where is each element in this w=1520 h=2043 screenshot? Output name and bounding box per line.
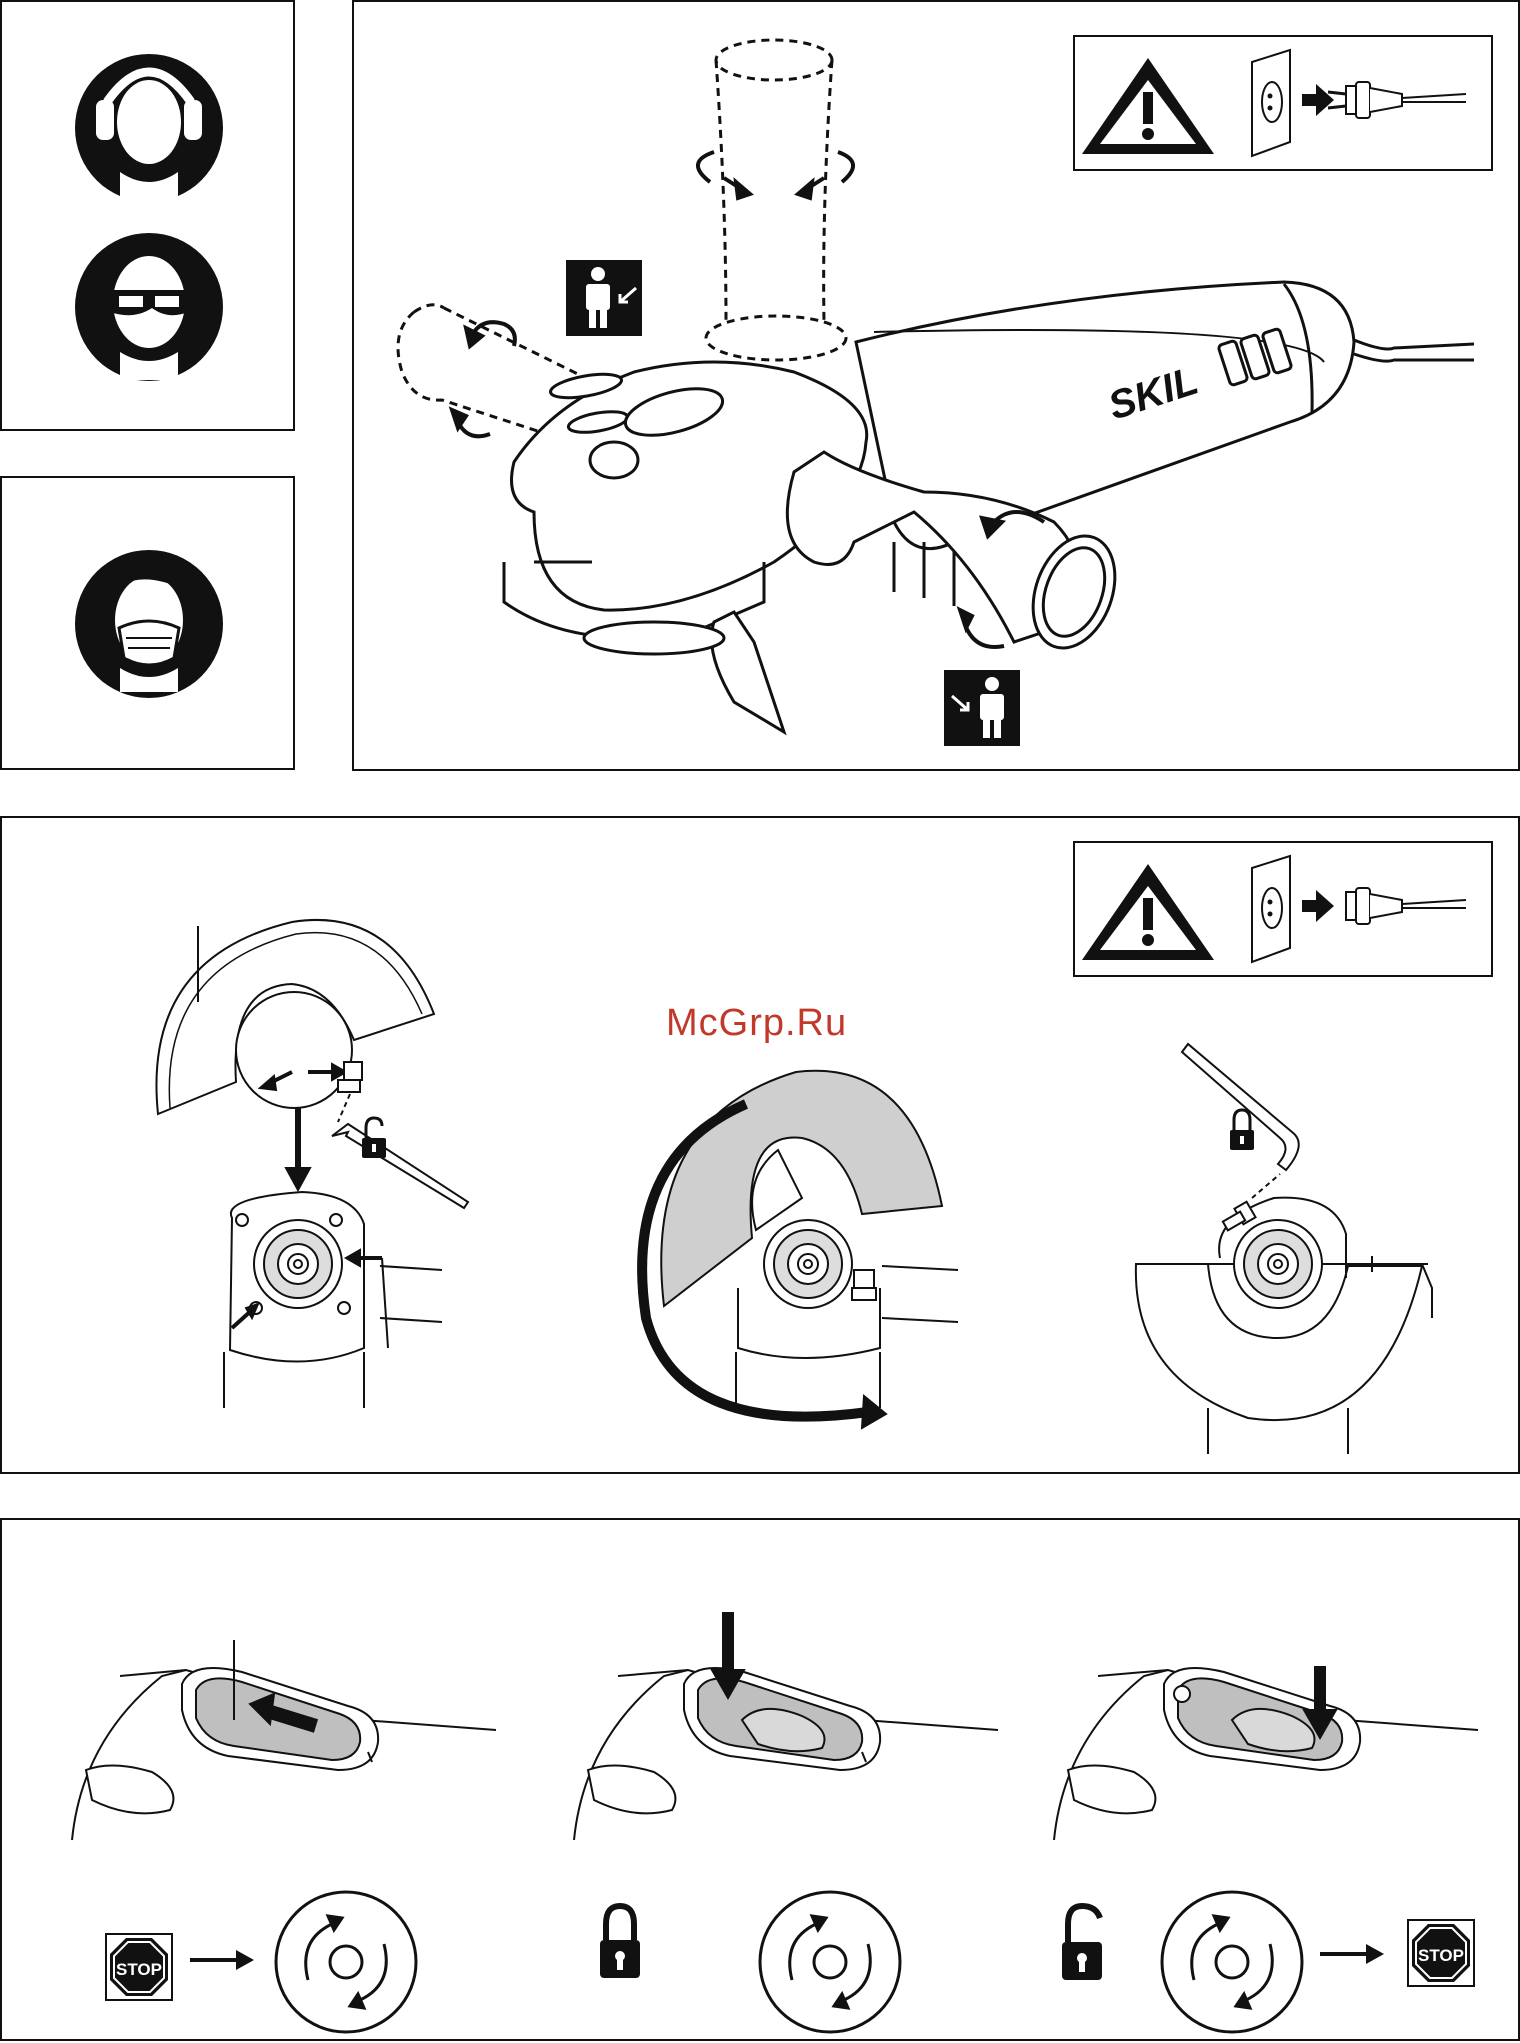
switch-step-3 bbox=[1054, 1666, 1478, 1840]
switch-step-2 bbox=[574, 1612, 998, 1840]
arrow-right-icon bbox=[1320, 1944, 1384, 1964]
warning-box bbox=[1074, 36, 1492, 170]
warning-box bbox=[1074, 842, 1492, 976]
operator-sign-left bbox=[566, 260, 642, 336]
panel-switch-operation: STOP bbox=[0, 1518, 1520, 2041]
panel-ppe-mask bbox=[0, 476, 295, 770]
dust-mask-icon bbox=[75, 550, 223, 698]
handle-position-top bbox=[706, 40, 846, 360]
panel-ppe-ear-eye bbox=[0, 0, 295, 431]
ppe-mask-illustration bbox=[2, 478, 297, 772]
watermark-text: McGrp.Ru bbox=[666, 1002, 847, 1045]
rotation-icon bbox=[760, 1892, 900, 2032]
rotation-icon bbox=[1162, 1892, 1302, 2032]
arrow-right-icon bbox=[190, 1950, 254, 1970]
stop-sign-text-right: STOP bbox=[1418, 1946, 1464, 1965]
ppe-ear-eye-illustration bbox=[2, 2, 297, 433]
switch-step-1 bbox=[72, 1640, 496, 1840]
panel-handle-assembly: SKIL bbox=[352, 0, 1520, 771]
guard-mounting-illustration bbox=[2, 818, 1520, 1476]
eye-protection-icon bbox=[75, 233, 223, 381]
grinder-head-step-1 bbox=[224, 1192, 442, 1408]
panel-guard-mounting: McGrp.Ru bbox=[0, 816, 1520, 1474]
unlock-icon bbox=[362, 1118, 386, 1158]
operator-sign-right bbox=[944, 670, 1020, 746]
grinder-handle-illustration: SKIL bbox=[354, 2, 1520, 773]
guard-step-1 bbox=[156, 920, 468, 1208]
switch-operation-illustration: STOP bbox=[2, 1520, 1520, 2043]
lock-icon bbox=[1230, 1110, 1254, 1150]
rotation-icon bbox=[276, 1892, 416, 2032]
unlock-icon bbox=[1062, 1906, 1102, 1980]
lock-icon bbox=[600, 1906, 640, 1978]
guard-step-2 bbox=[642, 1071, 958, 1428]
guard-step-3 bbox=[1136, 1044, 1432, 1454]
stop-sign-text-left: STOP bbox=[116, 1960, 162, 1979]
ear-protection-icon bbox=[75, 54, 223, 202]
